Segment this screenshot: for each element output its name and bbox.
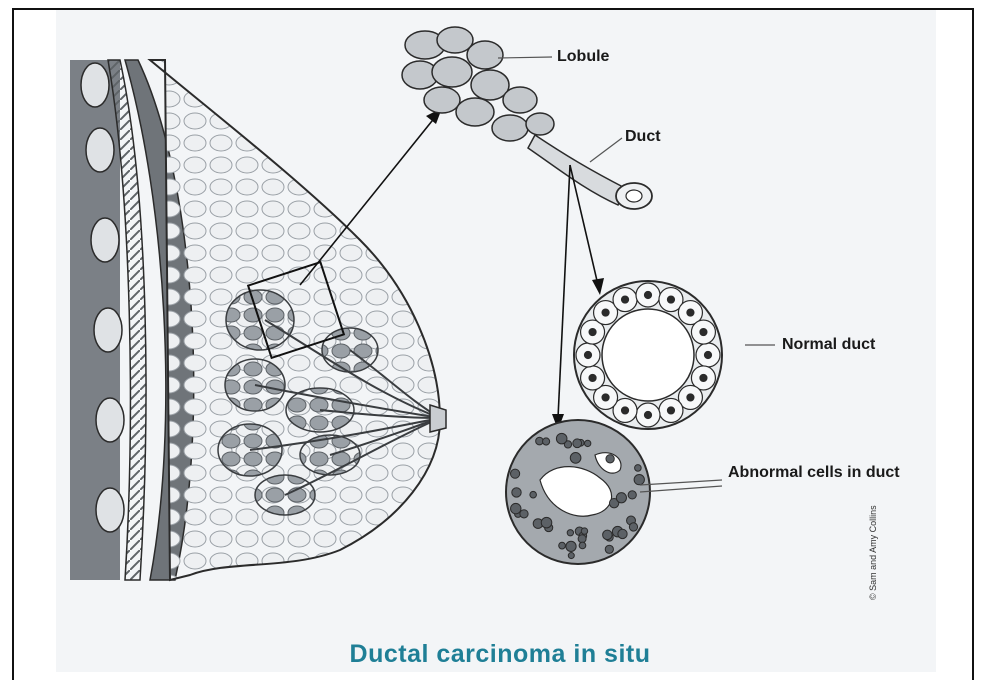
cell-nucleus [622,296,629,303]
abnormal-cell [570,453,581,464]
arrow-to-normal-head [592,278,604,295]
abnormal-cells-label: Abnormal cells in duct [728,463,908,483]
abnormal-cell [584,440,590,446]
cell-nucleus [687,394,694,401]
abnormal-cell [556,433,567,444]
abnormal-cell [616,493,626,503]
abnormal-cell [541,517,552,528]
cell-nucleus [585,352,592,359]
cell-nucleus [589,374,596,381]
abnormal-cell [618,529,627,538]
abnormal-cell [568,553,574,559]
abnormal-cell [511,503,521,513]
abnormal-cell [603,530,612,539]
cell-nucleus [700,374,707,381]
abnormal-cell [578,535,586,543]
cell-nucleus [602,309,609,316]
lobule-leader-line [498,57,552,58]
cell-nucleus [645,292,652,299]
cell-nucleus [667,407,674,414]
nipple [430,405,446,432]
abnormal-cell [634,475,644,485]
lobule-cluster [402,27,554,141]
abnormal-cell [629,523,637,531]
cell-nucleus [705,352,712,359]
cell-nucleus [645,412,652,419]
abnormal-cell [579,542,586,549]
abnormal-cell [559,542,566,549]
abnormal-leader-line-1 [640,480,722,485]
abnormal-cell [511,469,520,478]
normal-duct-label: Normal duct [782,335,875,355]
duct-leader-line [590,138,622,162]
cell-nucleus [700,329,707,336]
abnormal-cell [543,438,550,445]
abnormal-cell [567,530,573,536]
abnormal-leader-line-2 [640,486,722,492]
duct-label: Duct [625,127,661,147]
figure-title: Ductal carcinoma in situ [200,640,800,669]
abnormal-cell [512,488,521,497]
abnormal-duct-cross-section [506,420,650,564]
abnormal-cell [520,510,528,518]
cell-nucleus [602,394,609,401]
abnormal-cell [635,465,642,472]
cell-nucleus [687,309,694,316]
abnormal-cell [530,491,537,498]
abnormal-cell [628,491,636,499]
cell-nucleus [589,329,596,336]
abnormal-cell [581,528,587,534]
abnormal-cell [566,541,576,551]
copyright-credit: © Sam and Amy Collins [868,505,878,600]
abnormal-cell [605,545,613,553]
cell-nucleus [622,407,629,414]
abnormal-cell [573,439,582,448]
cell-nucleus [667,296,674,303]
lobule-label: Lobule [557,47,609,67]
normal-duct-cross-section [574,281,722,429]
arrow-to-abnormal-line [558,165,570,418]
abnormal-cell [606,455,614,463]
